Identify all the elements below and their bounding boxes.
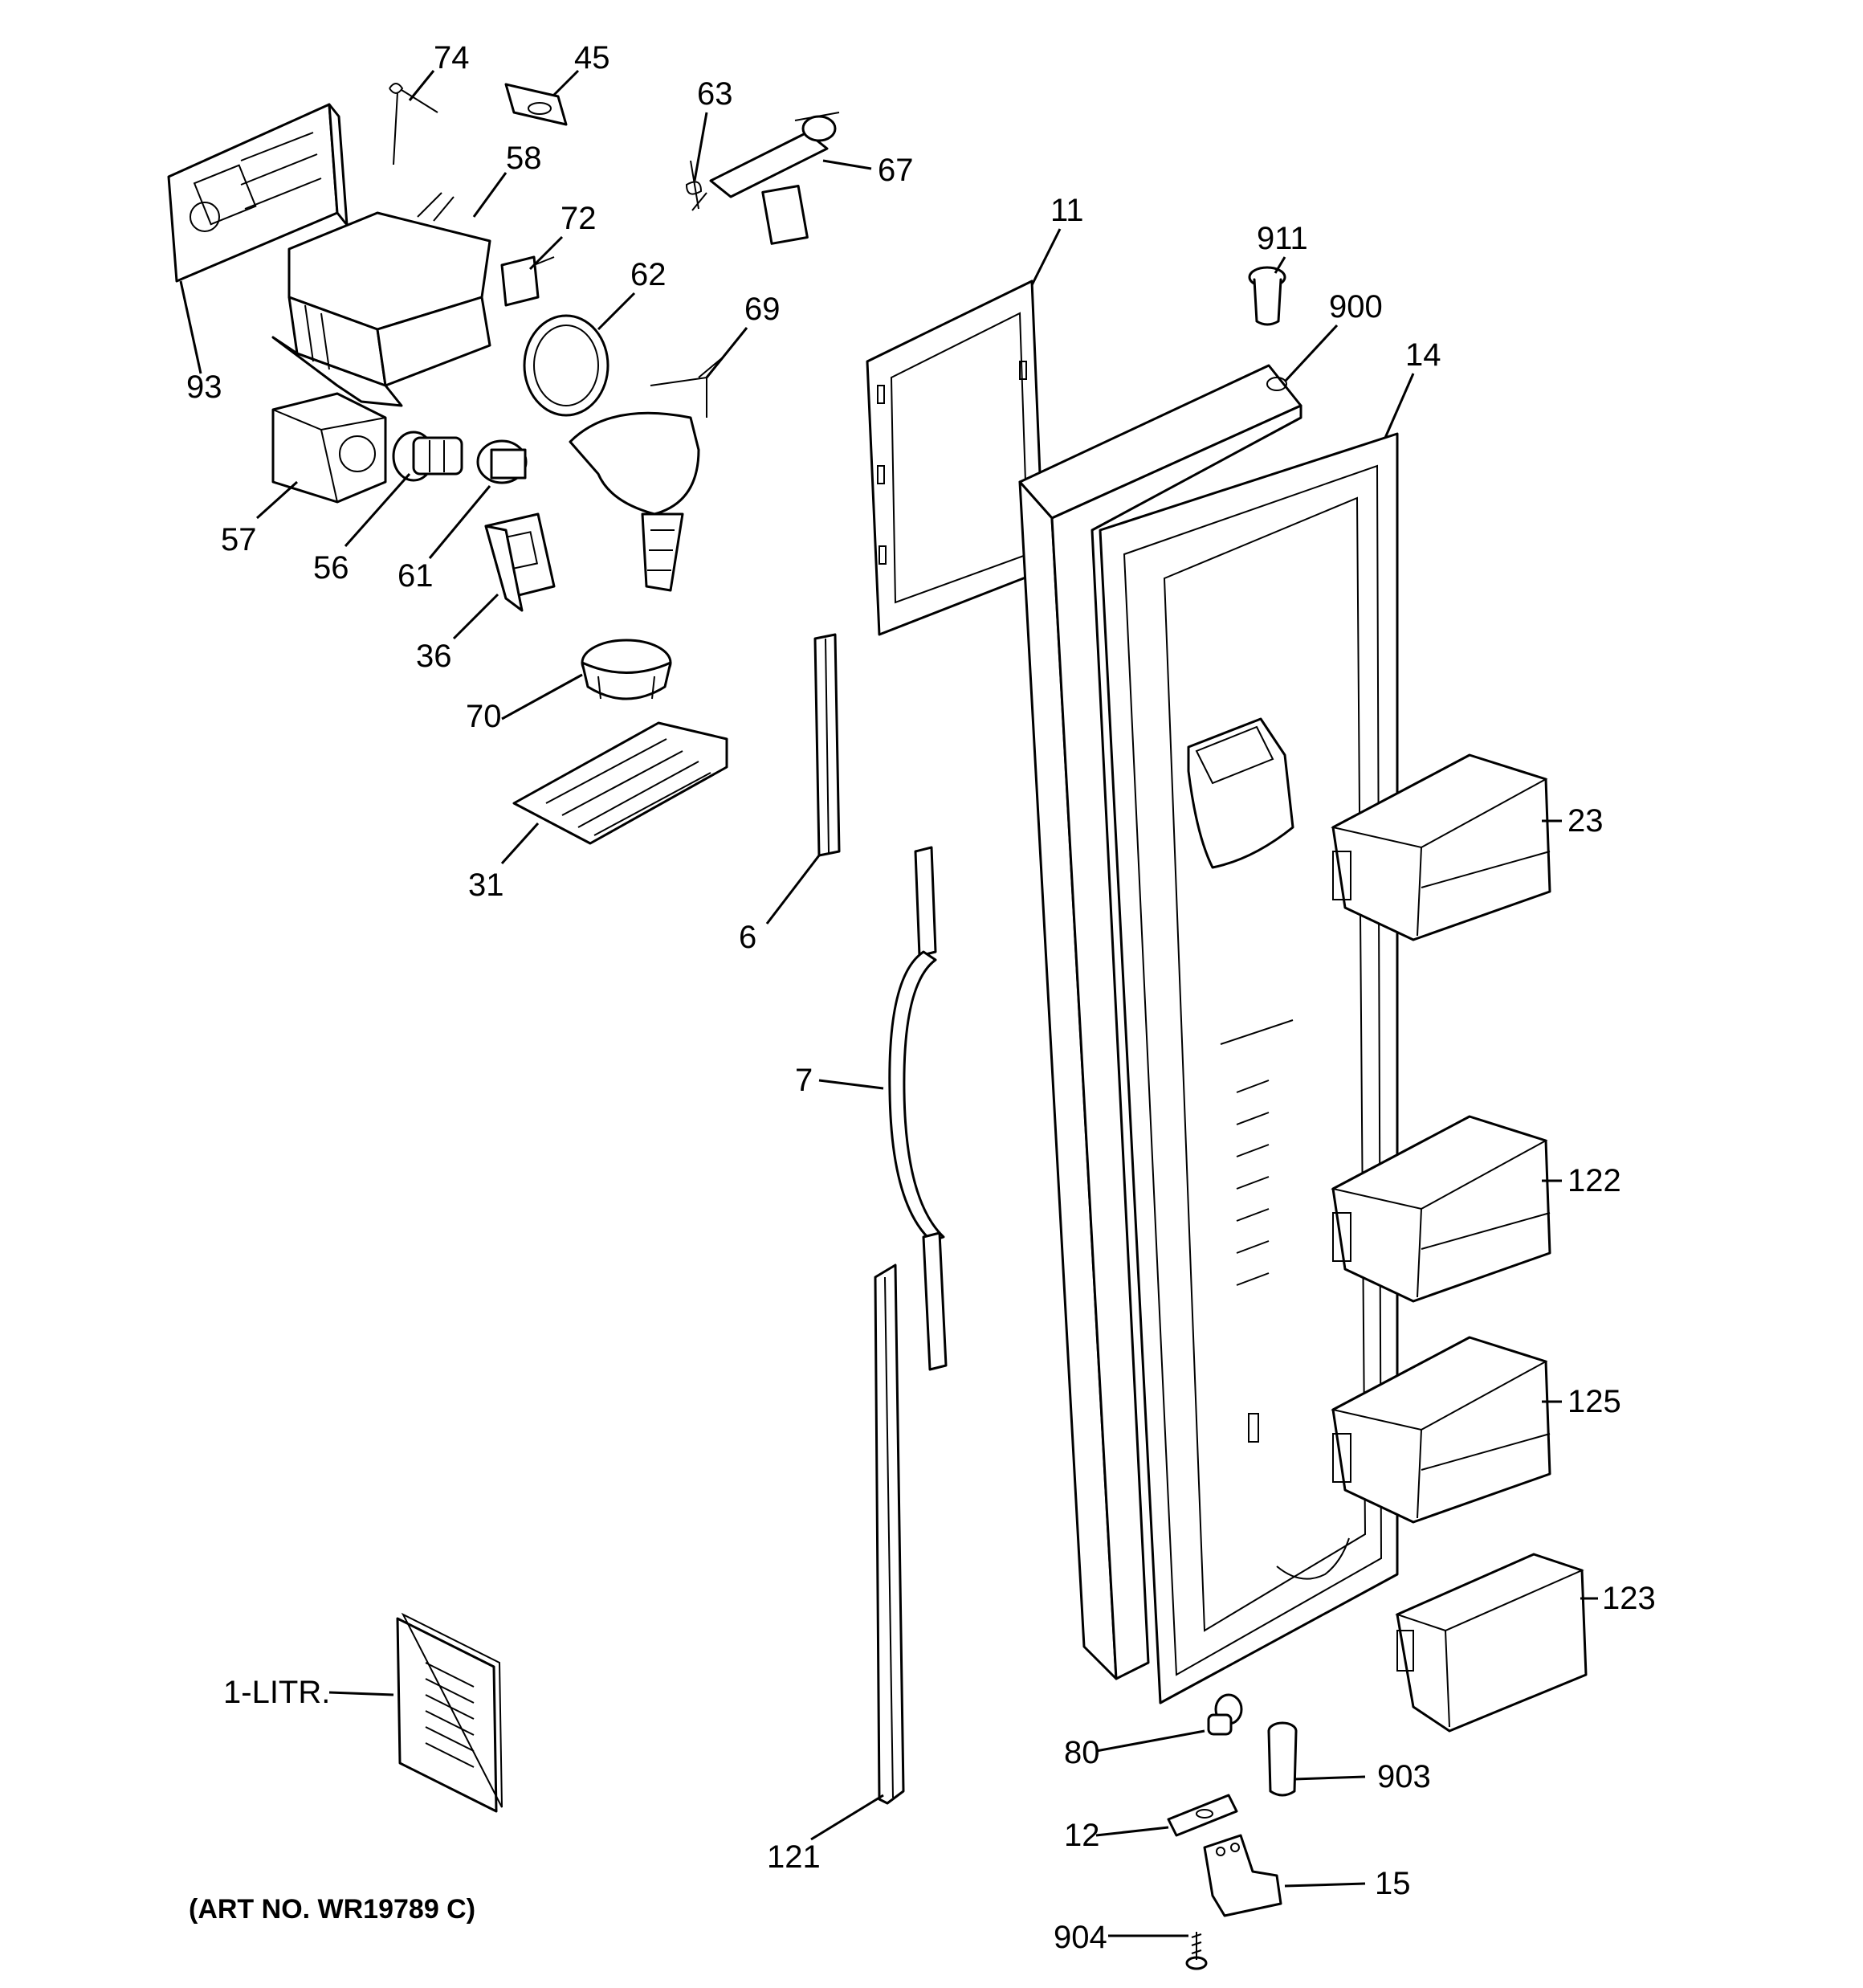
part-122-door-bin xyxy=(1331,1115,1551,1303)
part-69-funnel xyxy=(569,357,724,592)
booklet-text-lines xyxy=(425,1662,475,1768)
callout-93: 93 xyxy=(186,369,222,405)
part-67-flapper xyxy=(709,112,840,245)
callout-62: 62 xyxy=(630,257,667,292)
part-1-litr-booklet xyxy=(396,1612,503,1813)
part-6-trim-strip xyxy=(813,633,841,857)
part-14-door-liner xyxy=(1099,432,1399,1704)
part-56-auger-motor xyxy=(392,431,463,482)
shelf-slots xyxy=(1236,1080,1270,1286)
callout-122: 122 xyxy=(1567,1163,1621,1198)
callout-6: 6 xyxy=(739,920,756,955)
part-80-bushing xyxy=(1207,1693,1243,1736)
part-900-door-shell xyxy=(1018,364,1302,1680)
part-93-control-panel xyxy=(167,103,349,283)
callout-123: 123 xyxy=(1602,1581,1656,1616)
part-31-drip-tray xyxy=(512,721,728,845)
part-12-shim xyxy=(1167,1794,1238,1837)
callout-1-litr: 1-LITR. xyxy=(223,1675,330,1710)
part-36-bracket xyxy=(484,512,556,612)
part-58-dispenser-housing xyxy=(271,192,491,407)
callout-911: 911 xyxy=(1257,221,1308,256)
part-904-screw xyxy=(1185,1932,1208,1970)
callout-15: 15 xyxy=(1375,1866,1411,1901)
leader-lines xyxy=(179,69,1598,1937)
part-121-trim-strip xyxy=(874,1263,905,1805)
part-15-hinge xyxy=(1203,1834,1282,1917)
callout-74: 74 xyxy=(434,40,470,76)
callout-labels: 74 45 63 67 58 72 62 69 93 57 56 61 36 7… xyxy=(186,40,1656,1955)
callout-14: 14 xyxy=(1405,337,1441,373)
callout-23: 23 xyxy=(1567,803,1604,839)
callout-67: 67 xyxy=(878,153,914,188)
callout-61: 61 xyxy=(397,558,434,594)
part-123-door-bin xyxy=(1395,1553,1588,1733)
part-57-motor-cover xyxy=(271,392,387,504)
callout-7: 7 xyxy=(795,1063,813,1098)
callout-70: 70 xyxy=(466,699,502,734)
callout-80: 80 xyxy=(1064,1735,1100,1770)
part-45-bracket xyxy=(504,83,568,126)
part-70-ring xyxy=(581,639,672,700)
callout-63: 63 xyxy=(697,76,733,112)
callout-11: 11 xyxy=(1050,193,1084,228)
callout-903: 903 xyxy=(1377,1759,1431,1794)
callout-57: 57 xyxy=(221,522,257,557)
callout-904: 904 xyxy=(1054,1920,1107,1955)
part-911-cap xyxy=(1248,266,1286,326)
art-number: (ART NO. WR19789 C) xyxy=(189,1894,475,1925)
part-62-ring xyxy=(523,314,609,417)
part-61-coupling xyxy=(476,439,528,484)
callout-69: 69 xyxy=(744,292,781,327)
part-23-door-bin xyxy=(1331,753,1551,941)
part-7-handle xyxy=(888,846,948,1371)
callout-900: 900 xyxy=(1329,289,1383,325)
callout-45: 45 xyxy=(574,40,610,76)
part-72-switch xyxy=(500,255,555,307)
callout-56: 56 xyxy=(313,550,349,586)
part-63-spring xyxy=(685,160,707,211)
part-125-door-bin xyxy=(1331,1336,1551,1524)
callout-121: 121 xyxy=(767,1839,821,1875)
callout-36: 36 xyxy=(416,639,452,674)
callout-58: 58 xyxy=(506,141,542,176)
part-74-spring xyxy=(389,83,438,165)
callout-31: 31 xyxy=(468,867,504,903)
part-903-pin xyxy=(1267,1721,1298,1797)
callout-72: 72 xyxy=(561,201,597,236)
callout-125: 125 xyxy=(1567,1384,1621,1419)
part-11-recess-frame xyxy=(866,280,1046,636)
callout-12: 12 xyxy=(1064,1818,1100,1853)
